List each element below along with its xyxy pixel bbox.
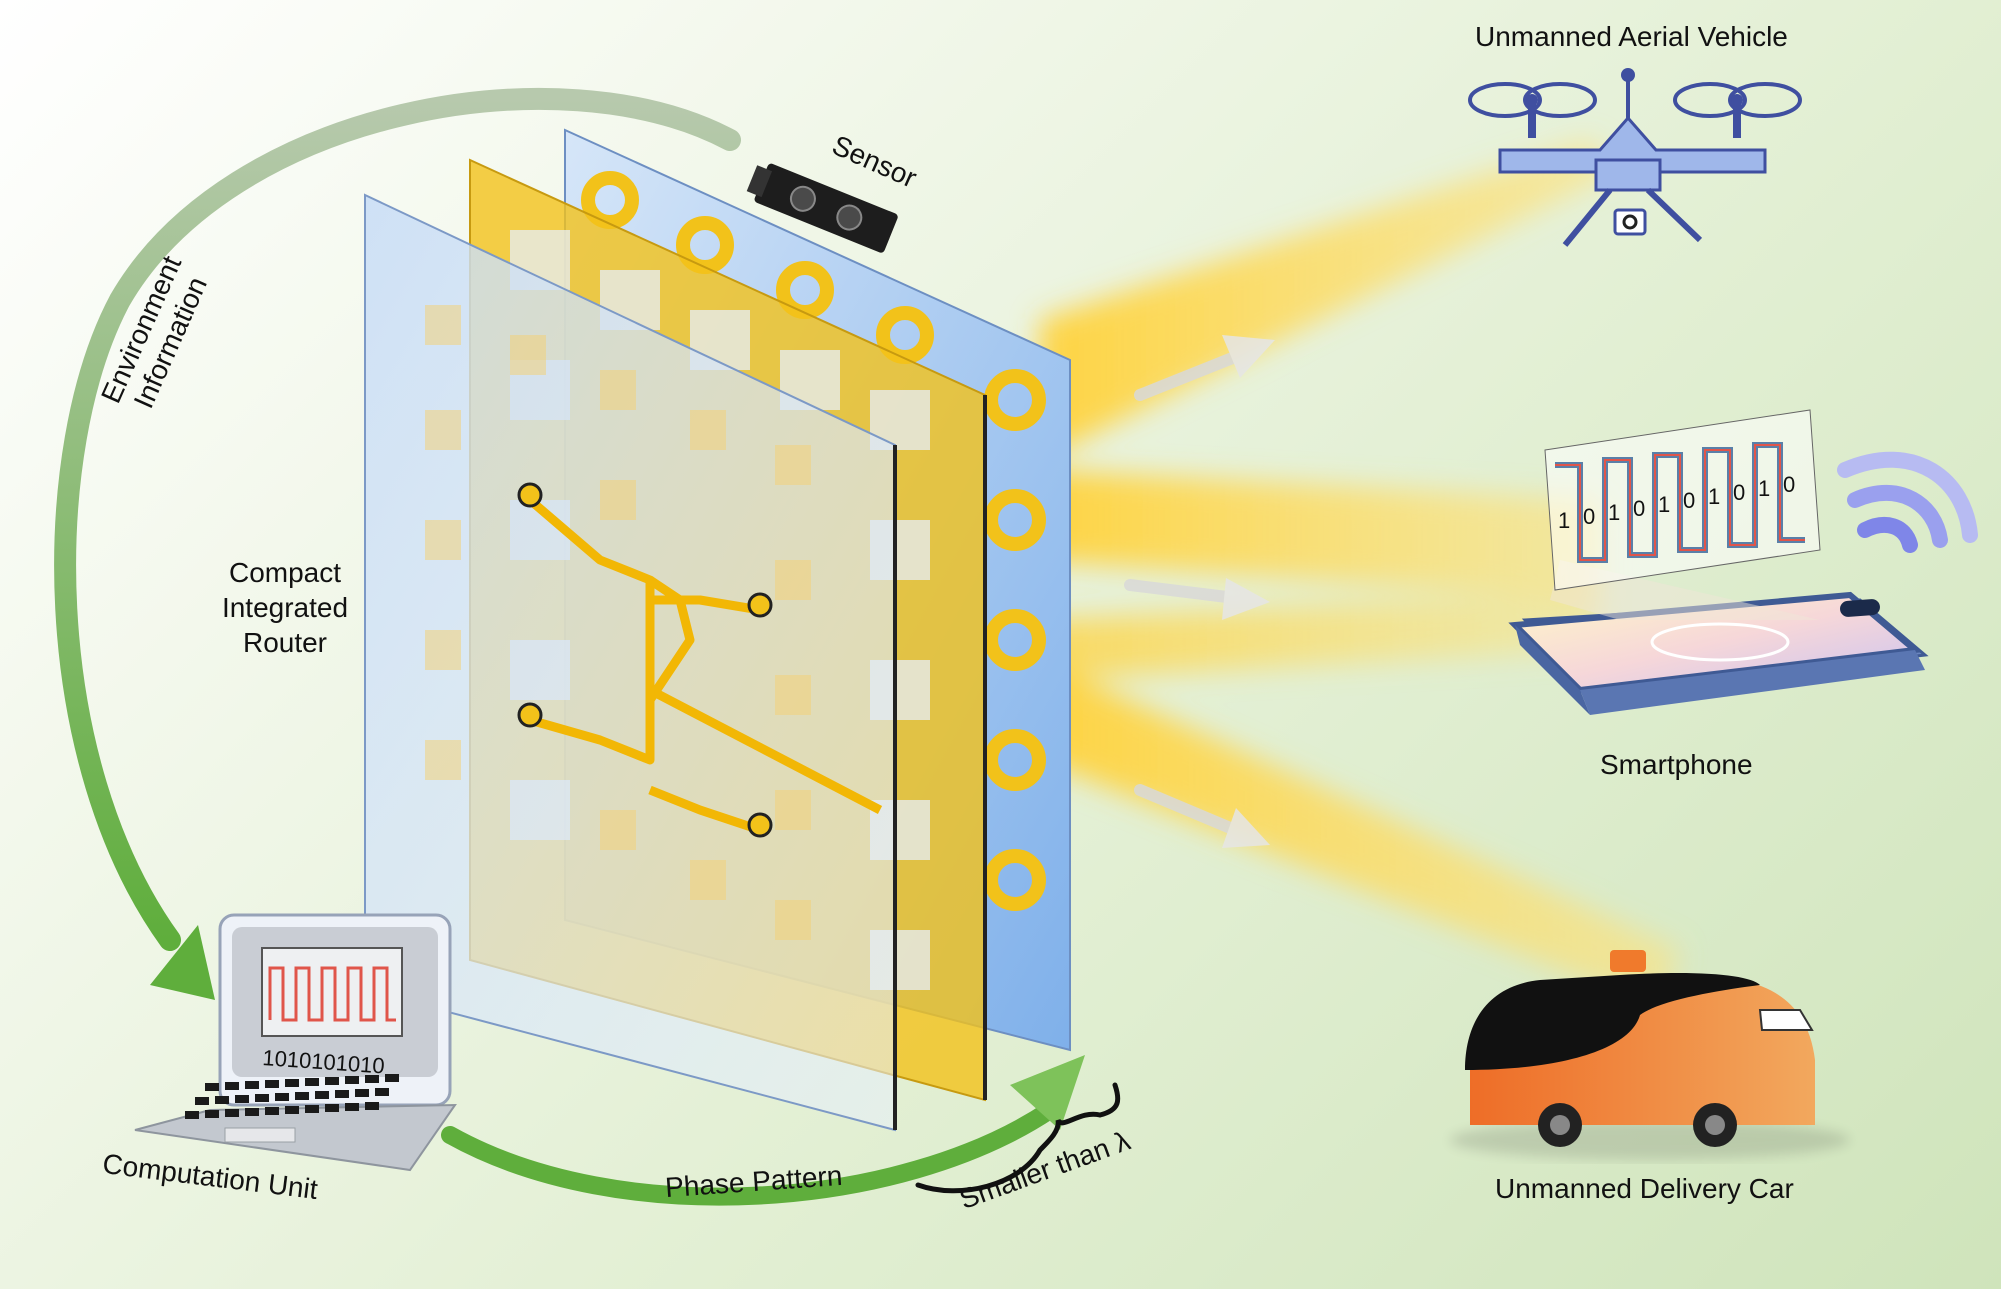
phone-bit: 1 xyxy=(1608,500,1620,525)
arrow-icon xyxy=(1124,578,1270,620)
environment-information-arrow xyxy=(54,88,741,1000)
phone-bit: 1 xyxy=(1658,492,1670,517)
phone-bit: 1 xyxy=(1758,476,1770,501)
beam-to-smartphone-upper xyxy=(1040,470,1600,600)
arrow-icon xyxy=(1134,335,1275,401)
phone-bit: 0 xyxy=(1683,488,1695,513)
keyboard xyxy=(185,1074,399,1119)
beam-to-smartphone-lower xyxy=(1040,590,1600,680)
router-label: Compact Integrated Router xyxy=(220,555,350,660)
phone-bit: 0 xyxy=(1783,472,1795,497)
waveform-panel: 1 0 1 0 1 0 1 0 1 0 xyxy=(1544,409,1821,620)
patch-array xyxy=(425,305,811,940)
laptop-icon: 1010101010 xyxy=(134,913,457,1172)
arrow-icon xyxy=(1134,784,1270,848)
feed-network xyxy=(527,496,883,835)
wifi-icon xyxy=(1837,451,1978,553)
phase-pattern-arrow xyxy=(441,1055,1085,1206)
smartphone-label: Smartphone xyxy=(1600,749,1753,780)
phone-bit: 0 xyxy=(1583,504,1595,529)
compact-integrated-router xyxy=(364,128,1071,1132)
router-label-line: Integrated xyxy=(221,592,349,623)
sensor-icon xyxy=(746,163,898,253)
delivery-car-label: Unmanned Delivery Car xyxy=(1495,1173,1794,1204)
square-waveform xyxy=(268,966,396,1022)
smartphone-icon xyxy=(1508,591,1929,715)
delivery-car-icon xyxy=(1450,950,1850,1160)
router-label-line: Router xyxy=(242,627,328,658)
phase-unit-cells xyxy=(581,171,1046,911)
phone-bit: 0 xyxy=(1733,480,1745,505)
uav-label: Unmanned Aerial Vehicle xyxy=(1475,21,1788,52)
wavelength-bracket xyxy=(915,1082,1121,1194)
drone-icon xyxy=(1468,68,1802,247)
feed-ports xyxy=(517,482,773,838)
phone-bit: 1 xyxy=(1708,484,1720,509)
phone-bit: 0 xyxy=(1633,496,1645,521)
beam-to-uav xyxy=(1040,140,1620,460)
router-label-line: Compact xyxy=(228,557,342,588)
beam-direction-arrows xyxy=(1124,335,1275,848)
beam-to-car xyxy=(1040,660,1680,1010)
phone-bit: 1 xyxy=(1558,508,1570,533)
